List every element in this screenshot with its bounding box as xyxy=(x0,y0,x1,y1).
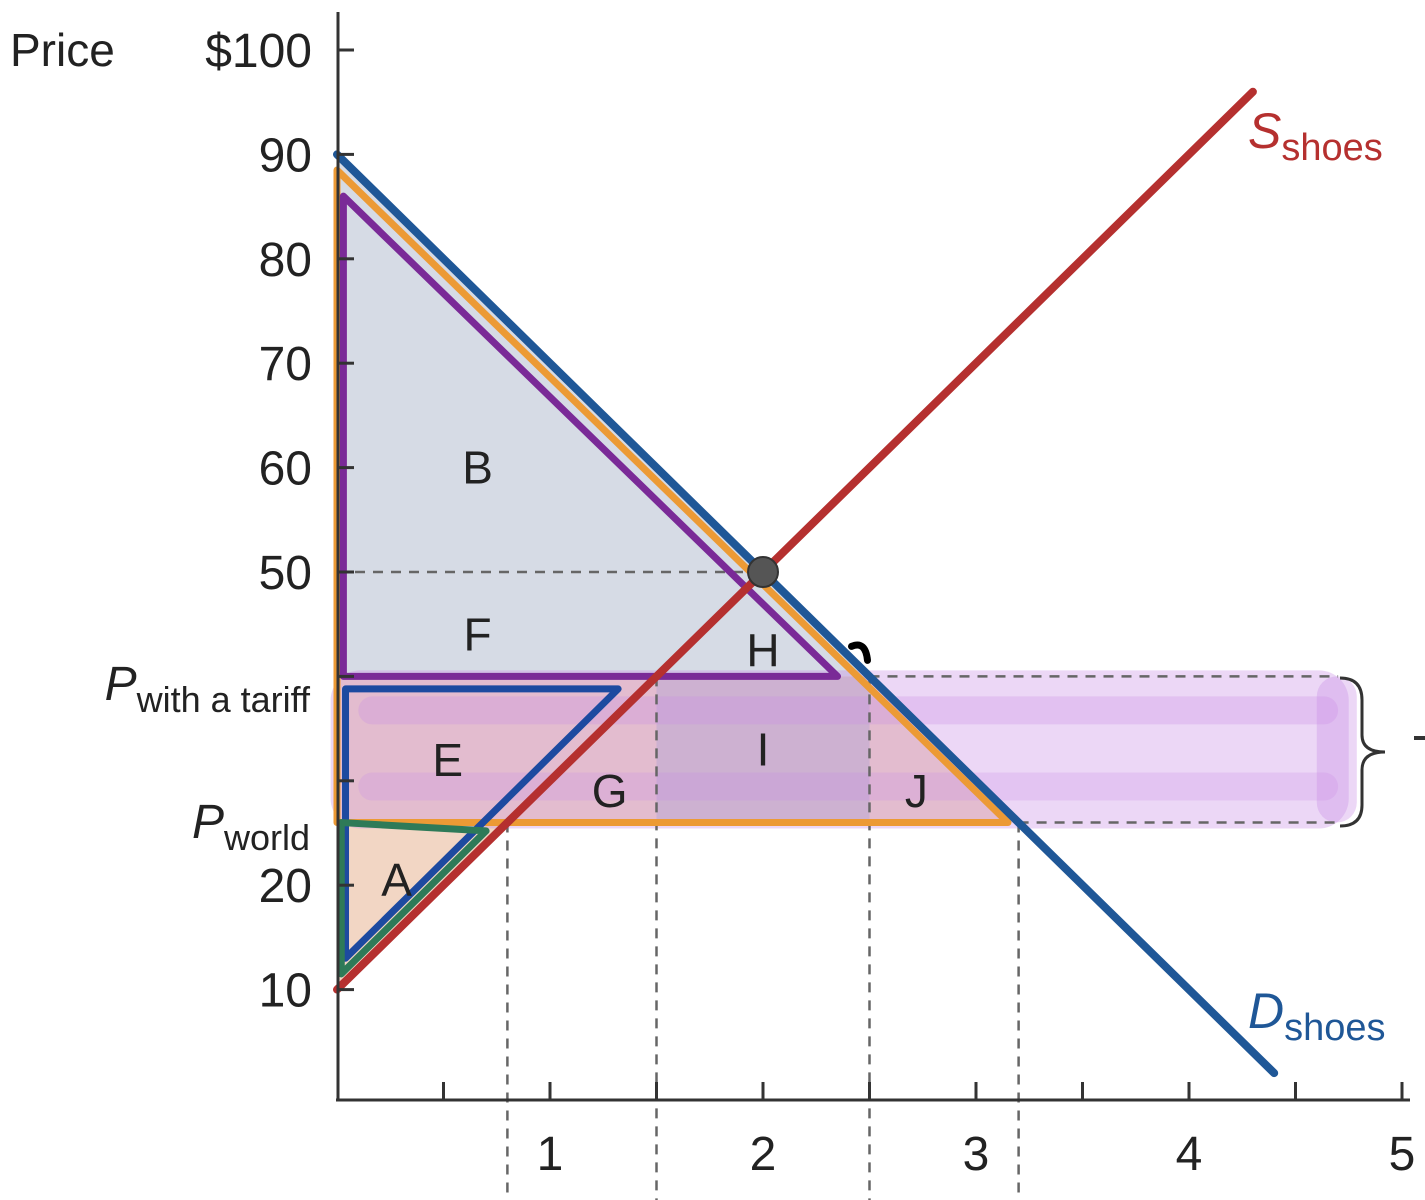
tariff-revenue-fill xyxy=(656,676,870,823)
highlight-band xyxy=(330,670,1349,829)
region-label-b: B xyxy=(462,442,493,494)
region-label-j: J xyxy=(905,765,928,817)
demand-label-sub: shoes xyxy=(1284,1007,1385,1049)
curves xyxy=(333,87,1279,1078)
x-tick-label: 2 xyxy=(750,1128,777,1181)
supply-label-sub: shoes xyxy=(1281,127,1382,169)
y-tick-label: $100 xyxy=(205,25,312,78)
p-world-main: P xyxy=(192,796,224,849)
x-tick-label: 3 xyxy=(963,1128,990,1181)
p-tariff-main: P xyxy=(105,658,137,711)
y-tick-label: 80 xyxy=(259,234,312,287)
p-world-sub: world xyxy=(223,817,310,858)
p-tariff-label: Pwith a tariff xyxy=(105,658,311,720)
y-axis-label: Price xyxy=(10,24,115,76)
x-tick-label: 1 xyxy=(537,1128,564,1181)
region-label-e: E xyxy=(432,734,463,786)
y-tick-label: 20 xyxy=(259,860,312,913)
supply-label-main: S xyxy=(1248,103,1281,159)
equilibrium-point xyxy=(747,556,779,588)
supply-curve xyxy=(333,87,1257,994)
labels: $100 90 80 70 60 50 20 10 1 2 3 4 5 B F H E I G J A xyxy=(205,25,1415,1181)
tariff-demand-marker xyxy=(848,641,871,664)
highlight-stroke-1 xyxy=(358,696,1339,725)
green-outline xyxy=(337,819,490,978)
x-tick-label: 5 xyxy=(1389,1128,1416,1181)
tariff-brace xyxy=(1339,676,1386,828)
dashed-guides xyxy=(337,570,1339,1200)
purple-outline xyxy=(339,192,842,680)
region-label-i: I xyxy=(757,723,770,775)
highlight-stroke-2 xyxy=(358,772,1339,801)
highlight-end-cap xyxy=(1316,676,1357,823)
y-tick-label: 70 xyxy=(259,338,312,391)
axes xyxy=(336,12,1410,1102)
region-label-g: G xyxy=(592,765,628,817)
region-label-h: H xyxy=(746,624,779,676)
region-label-a: A xyxy=(381,854,412,906)
supply-label: Sshoes xyxy=(1248,103,1383,169)
p-world-label: Pworld xyxy=(192,796,310,858)
x-tick-label: 4 xyxy=(1176,1128,1203,1181)
y-tick-label: 90 xyxy=(259,129,312,182)
y-tick-label: 60 xyxy=(259,443,312,496)
region-label-f: F xyxy=(464,609,492,661)
p-tariff-sub: with a tariff xyxy=(136,679,311,720)
demand-label-main: D xyxy=(1248,983,1284,1039)
demand-label: Dshoes xyxy=(1248,983,1386,1049)
y-tick-label: 10 xyxy=(259,965,312,1018)
demand-curve xyxy=(333,150,1279,1078)
y-tick-label: 50 xyxy=(259,547,312,600)
